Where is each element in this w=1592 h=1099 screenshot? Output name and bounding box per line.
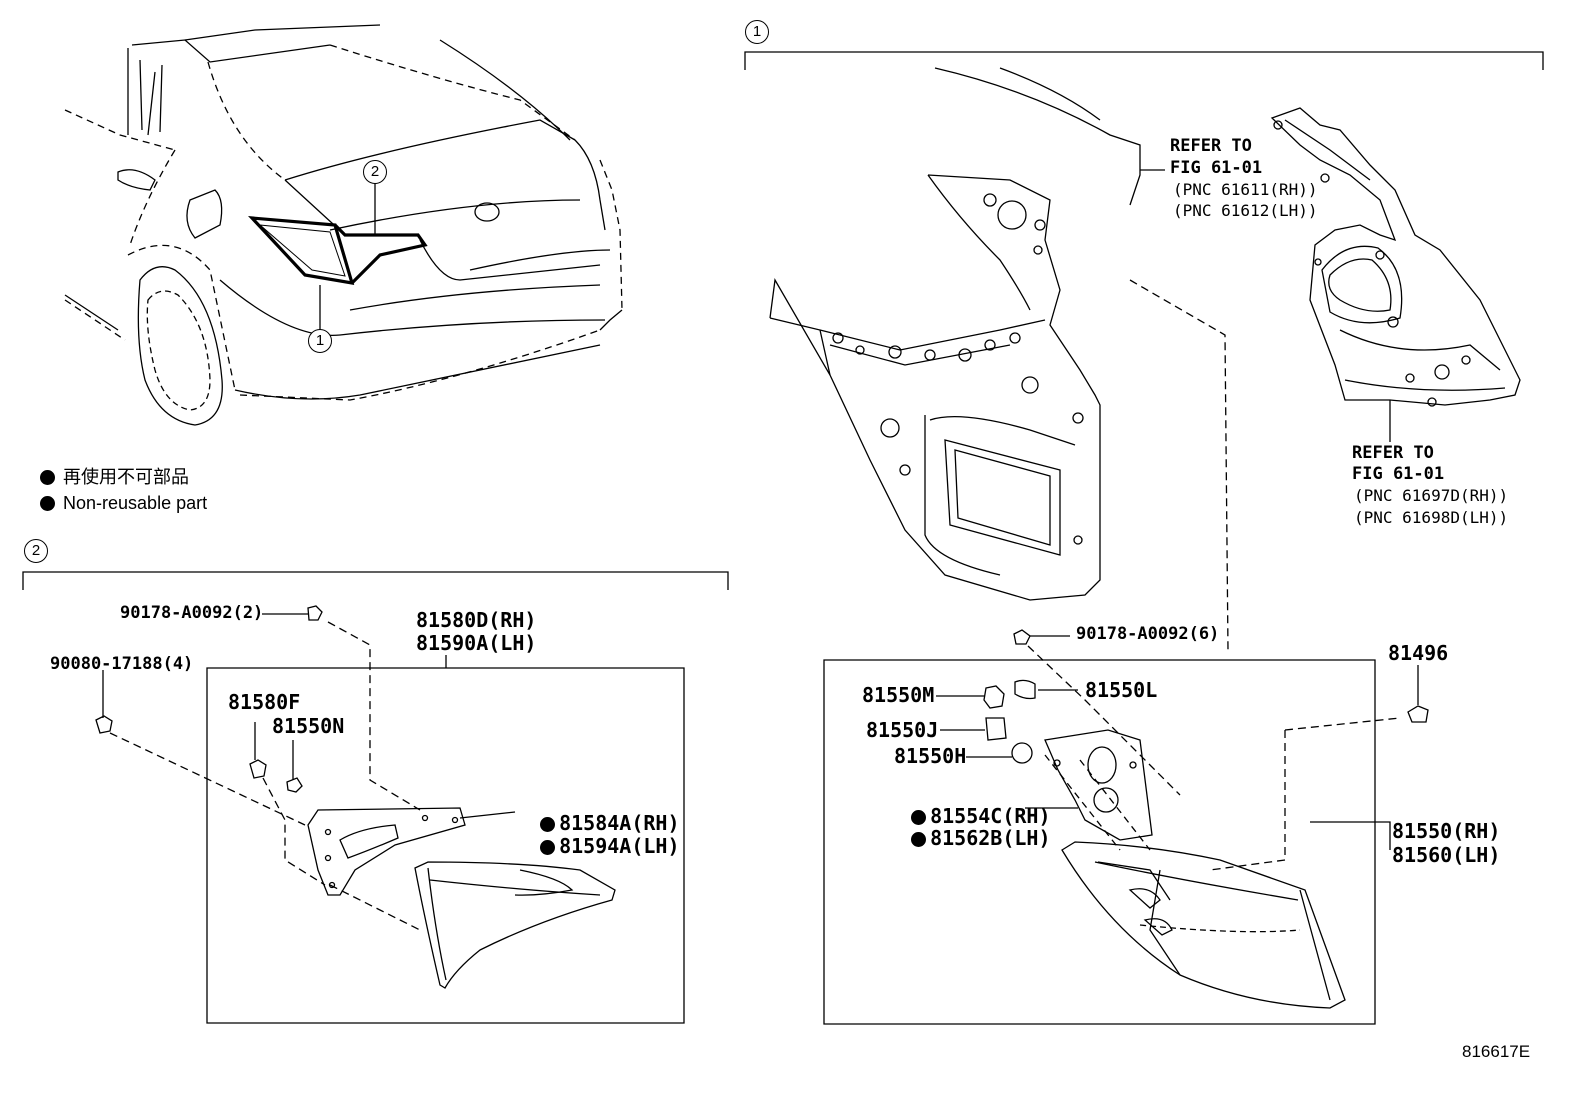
part-label-81590a[interactable]: 81590A(LH) (416, 631, 537, 655)
non-reusable-dot-icon (540, 840, 556, 855)
part-label-81496[interactable]: 81496 (1388, 641, 1449, 665)
part-label-90080[interactable]: 90080-17188(4) (50, 654, 194, 674)
figure-id: 816617E (1462, 1042, 1531, 1061)
part-label-81554c-text: 81554C(RH) (930, 804, 1051, 828)
left-lamp-drawing (96, 606, 615, 988)
refer-top-line3: (PNC 61611(RH)) (1173, 180, 1318, 199)
inner-panel-drawing (1272, 108, 1520, 442)
part-label-81550n[interactable]: 81550N (272, 714, 345, 738)
right-lamp-drawing (936, 630, 1428, 1008)
legend-en-text: Non-reusable part (63, 493, 208, 513)
non-reusable-dot-icon (40, 470, 56, 485)
part-label-81580f[interactable]: 81580F (228, 690, 301, 714)
marker-circle-1-section: 1 (745, 20, 769, 44)
section-1-bracket (745, 52, 1543, 70)
non-reusable-dot-icon (911, 810, 927, 825)
part-label-81550h[interactable]: 81550H (894, 744, 967, 768)
non-reusable-dot-icon (40, 496, 56, 511)
part-label-81584a-text: 81584A(RH) (559, 811, 680, 835)
refer-right-line2: FIG 61-01 (1352, 464, 1445, 484)
refer-right-line4: (PNC 61698D(LH)) (1354, 508, 1509, 527)
assembly-box-right (824, 660, 1375, 1024)
part-label-81594a-text: 81594A(LH) (559, 834, 680, 858)
refer-top-line1: REFER TO (1170, 136, 1252, 156)
legend-jp: 再使用不可部品 (30, 450, 189, 486)
section-2-bracket (23, 572, 728, 590)
legend-jp-text: 再使用不可部品 (63, 467, 190, 487)
part-label-81562b-text: 81562B(LH) (930, 826, 1051, 850)
marker-circle-2-section: 2 (24, 539, 48, 563)
refer-top-line4: (PNC 61612(LH)) (1173, 201, 1318, 220)
part-label-81550[interactable]: 81550(RH) (1392, 819, 1501, 843)
legend-en: Non-reusable part (30, 476, 207, 512)
part-label-81562b[interactable]: 81562B(LH) (887, 808, 1051, 848)
marker-circle-2-car: 2 (363, 160, 387, 184)
refer-right-line1: REFER TO (1352, 443, 1434, 463)
part-label-81580d[interactable]: 81580D(RH) (416, 608, 537, 632)
part-label-90178-right[interactable]: 90178-A0092(6) (1076, 624, 1220, 644)
part-label-81560[interactable]: 81560(LH) (1392, 843, 1501, 867)
refer-top-line2: FIG 61-01 (1170, 158, 1263, 178)
part-label-90178-left[interactable]: 90178-A0092(2) (120, 603, 264, 623)
refer-right-line3: (PNC 61697D(RH)) (1354, 486, 1509, 505)
quarter-panel-drawing (770, 68, 1165, 600)
marker-circle-1-car: 1 (308, 329, 332, 353)
part-label-81550m[interactable]: 81550M (862, 683, 935, 707)
part-label-81594a[interactable]: 81594A(LH) (516, 816, 680, 856)
non-reusable-dot-icon (911, 832, 927, 847)
non-reusable-dot-icon (540, 817, 556, 832)
part-label-81554c[interactable]: 81554C(RH) (887, 786, 1051, 826)
part-label-81584a[interactable]: 81584A(RH) (516, 793, 680, 833)
part-label-81550j[interactable]: 81550J (866, 718, 939, 742)
part-label-81550l[interactable]: 81550L (1085, 678, 1158, 702)
car-overview-drawing (65, 25, 622, 425)
